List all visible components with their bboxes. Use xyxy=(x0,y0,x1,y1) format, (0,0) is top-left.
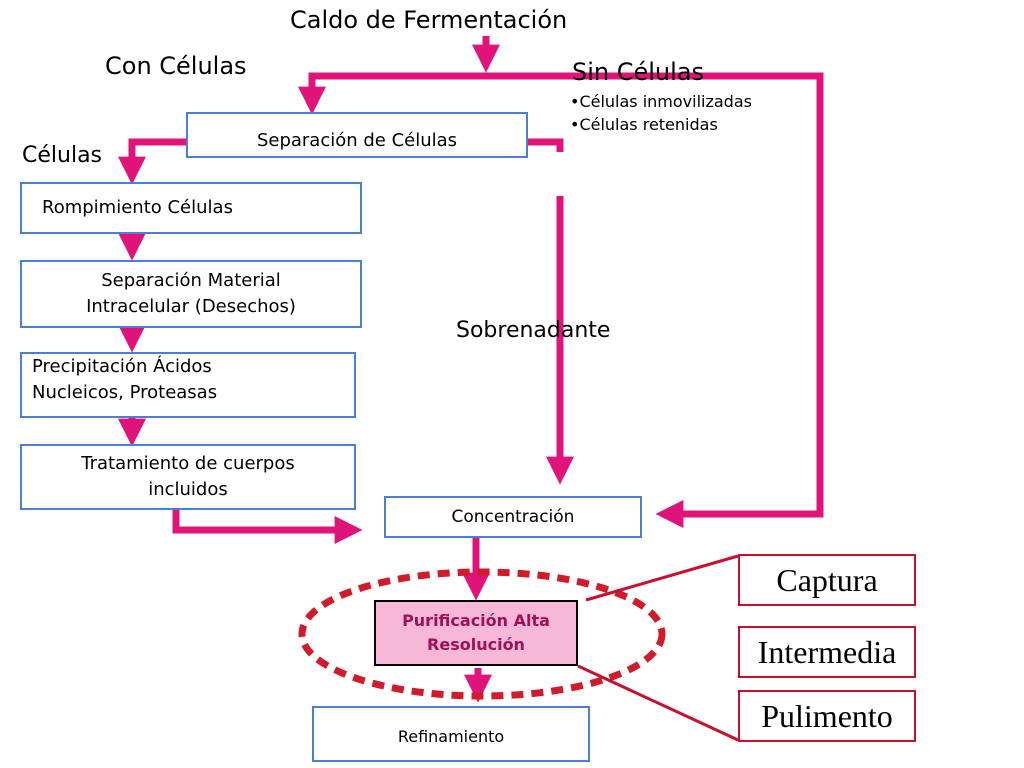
arrow-sin-celulas xyxy=(655,72,824,528)
step-separacion-celulas: Separación de Células xyxy=(186,112,528,158)
step-precipitacion-line1: Precipitación Ácidos xyxy=(32,356,212,377)
diagram-title: Caldo de Fermentación xyxy=(290,6,568,34)
arrow-con-celulas xyxy=(298,72,816,115)
step-tratamiento: Tratamiento de cuerpos incluidos xyxy=(20,444,356,510)
step-separacion-celulas-label: Separación de Células xyxy=(256,130,458,151)
step-purificacion-line2: Resolución xyxy=(427,635,525,654)
tier-intermedia: Intermedia xyxy=(738,626,916,678)
note-inmovilizadas: •Células inmovilizadas xyxy=(570,92,752,111)
label-con-celulas: Con Células xyxy=(105,52,247,80)
tier-pulimento: Pulimento xyxy=(738,690,916,742)
label-sin-celulas: Sin Células xyxy=(572,58,705,86)
step-refinamiento-label: Refinamiento xyxy=(397,727,505,746)
step-concentracion: Concentración xyxy=(384,496,642,538)
tier-captura: Captura xyxy=(738,554,916,606)
line-to-captura xyxy=(585,554,739,602)
step-tratamiento-line2: incluidos xyxy=(148,479,228,500)
step-separacion-material: Separación Material Intracelular (Desech… xyxy=(20,260,362,328)
label-sobrenadante: Sobrenadante xyxy=(456,318,611,343)
step-refinamiento: Refinamiento xyxy=(312,706,590,762)
arrow-tratamiento-concentracion xyxy=(172,500,363,544)
step-purificacion: Purificación Alta Resolución xyxy=(374,600,578,666)
purification-ellipse xyxy=(298,568,666,700)
step-precipitacion-line2: Nucleicos, Proteasas xyxy=(32,382,218,403)
step-rompimiento-label: Rompimiento Células xyxy=(42,197,233,218)
note-retenidas: •Células retenidas xyxy=(570,115,718,134)
step-separacion-material-line1: Separación Material xyxy=(101,270,281,291)
arrow-supernatant-stub xyxy=(528,138,564,152)
arrow-to-rompimiento xyxy=(118,138,190,185)
step-separacion-material-line2: Intracelular (Desechos) xyxy=(86,296,296,317)
step-rompimiento: Rompimiento Células xyxy=(20,182,362,234)
line-to-pulimento xyxy=(577,664,739,742)
step-concentracion-label: Concentración xyxy=(451,507,575,527)
step-tratamiento-line1: Tratamiento de cuerpos xyxy=(81,453,295,474)
label-celulas: Células xyxy=(22,143,103,168)
step-purificacion-line1: Purificación Alta xyxy=(402,611,550,630)
step-precipitacion: Precipitación Ácidos Nucleicos, Proteasa… xyxy=(20,352,356,418)
